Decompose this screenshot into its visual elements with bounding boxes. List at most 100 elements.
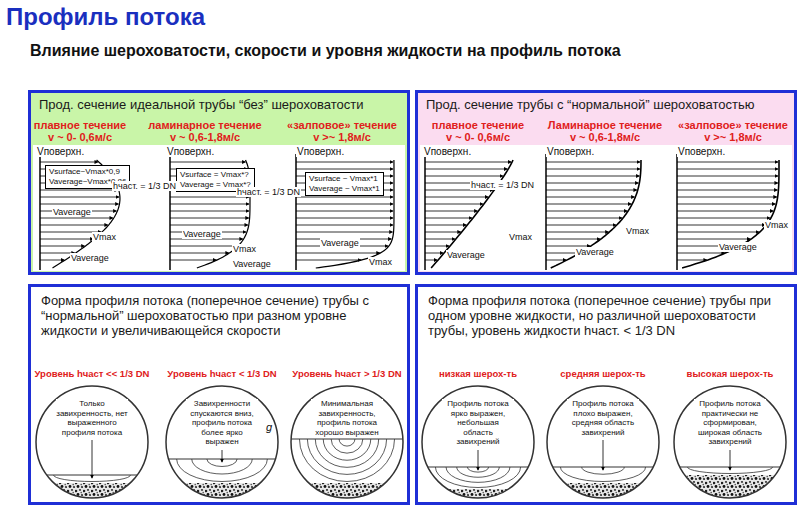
- velocity-arrow: [677, 197, 777, 198]
- velocity-label: Vmax: [232, 244, 257, 254]
- velocity-arrow: [677, 204, 775, 205]
- formula-text: Vaverage ~ Vmax*1: [309, 184, 380, 194]
- velocity-arrow: [40, 190, 118, 191]
- leader-line: [222, 450, 223, 462]
- flow-contour: [323, 439, 371, 460]
- velocity-arrow: [546, 260, 566, 261]
- velocity-arrow: [546, 162, 640, 163]
- column-heading: v ~ 0- 0,6м/с: [446, 131, 510, 143]
- leader-line: [478, 450, 479, 470]
- velocity-arrow: [425, 211, 477, 212]
- velocity-arrow: [677, 183, 778, 184]
- velocity-arrow: [425, 239, 455, 240]
- leader-line: [603, 440, 604, 470]
- column-heading: плавное течение: [432, 119, 524, 131]
- annotation: Профиль потока практически не сформирова…: [694, 399, 766, 447]
- velocity-arrow: [425, 232, 461, 233]
- velocity-arrow: [546, 169, 640, 170]
- velocity-label: Vmax: [508, 232, 533, 242]
- sediment: [673, 475, 787, 499]
- column-heading: «залповое» течение: [287, 119, 397, 131]
- velocity-label: Vповерхн.: [546, 146, 595, 157]
- profile-curve: [551, 160, 641, 268]
- velocity-arrow: [40, 162, 98, 163]
- annotation: Минимальная завихренность, профиль поток…: [311, 399, 383, 437]
- velocity-arrow: [677, 190, 777, 191]
- velocity-arrow: [546, 183, 638, 184]
- column-heading: v >~ 1,8м/с: [313, 131, 371, 143]
- velocity-label: hчаст. = 1/3 DN: [236, 187, 301, 197]
- velocity-arrow: [40, 260, 64, 261]
- velocity-label: Vповерхн.: [36, 146, 85, 157]
- velocity-arrow: [170, 246, 237, 247]
- pipe-section-circle: средняя шерох-тьПрофиль потока плохо выр…: [546, 385, 660, 499]
- subtitle: Влияние шероховатости, скорости и уровня…: [30, 42, 621, 60]
- velocity-label: Vmax: [92, 232, 117, 242]
- velocity-arrow: [170, 225, 248, 226]
- velocity-arrow: [677, 232, 759, 233]
- flow-contour: [339, 439, 355, 446]
- annotation: Профиль потока плохо выражен, средняя об…: [567, 399, 639, 437]
- velocity-label: Vaverage: [182, 229, 222, 239]
- velocity-arrow: [170, 162, 245, 163]
- velocity-profile: [425, 154, 513, 270]
- velocity-arrow: [296, 225, 393, 226]
- velocity-arrow: [40, 204, 119, 205]
- velocity-arrow: [677, 218, 770, 219]
- column-heading: «залповое» течение: [678, 119, 788, 131]
- velocity-arrow: [296, 232, 393, 233]
- velocity-arrow: [546, 225, 616, 226]
- sediment: [35, 483, 149, 499]
- pipe-section-circle: Уровень hчаст > 1/3 DNМинимальная завихр…: [290, 385, 404, 499]
- velocity-arrow: [40, 239, 93, 240]
- leader-line: [730, 450, 731, 470]
- column-heading: средняя шерох-ть: [560, 368, 645, 380]
- velocity-label: Vaverage: [575, 247, 615, 257]
- velocity-arrow: [425, 260, 437, 261]
- column-heading: Уровень hчаст < 1/3 DN: [167, 368, 276, 380]
- velocity-arrow: [546, 190, 637, 191]
- formula-text: Vsurface ~ Vmax*1: [309, 174, 380, 184]
- velocity-arrow: [425, 197, 488, 198]
- velocity-arrow: [170, 204, 249, 205]
- sediment: [165, 483, 279, 499]
- velocity-arrow: [40, 246, 85, 247]
- velocity-arrow: [40, 225, 108, 226]
- velocity-label: Vповерхн.: [677, 146, 726, 157]
- panel-ground: [28, 90, 410, 275]
- liquid-surface: [291, 439, 403, 440]
- column-heading: v ~ 0,6-1,8м/с: [570, 131, 640, 143]
- velocity-arrow: [170, 211, 249, 212]
- profile-curve: [682, 160, 779, 268]
- leader-line: [92, 440, 93, 478]
- velocity-label: Vaverage: [52, 207, 92, 217]
- column-heading: Уровень hчаст > 1/3 DN: [292, 368, 401, 380]
- velocity-label: Vповерхн.: [166, 146, 215, 157]
- velocity-label: hчаст. = 1/3 DN: [112, 181, 177, 191]
- velocity-arrow: [677, 211, 773, 212]
- velocity-arrow: [296, 169, 393, 170]
- velocity-arrow: [425, 246, 449, 247]
- velocity-arrow: [546, 211, 627, 212]
- flow-contour: [177, 459, 268, 482]
- velocity-arrow: [425, 169, 507, 170]
- formula-box: Vsurface ~ Vmax*1Vaverage ~ Vmax*1: [305, 172, 384, 196]
- velocity-profile: [296, 154, 394, 270]
- velocity-arrow: [425, 204, 483, 205]
- velocity-label: Vaverage: [232, 259, 272, 269]
- velocity-arrow: [296, 211, 393, 212]
- panel-heading: Форма профиля потока (поперечное сечение…: [418, 287, 794, 344]
- velocity-arrow: [296, 204, 393, 205]
- gravity-symbol: g: [266, 421, 272, 433]
- velocity-arrow: [425, 162, 511, 163]
- velocity-arrow: [677, 253, 725, 254]
- velocity-arrow: [546, 204, 631, 205]
- pipe-wall: [166, 386, 278, 498]
- column-heading: v ~ 0,6-1,8м/с: [170, 131, 240, 143]
- velocity-arrow: [546, 239, 600, 240]
- velocity-arrow: [546, 176, 639, 177]
- velocity-arrow: [677, 260, 707, 261]
- panel: Форма профиля потока (поперечное сечение…: [28, 284, 410, 505]
- velocity-arrow: [546, 197, 634, 198]
